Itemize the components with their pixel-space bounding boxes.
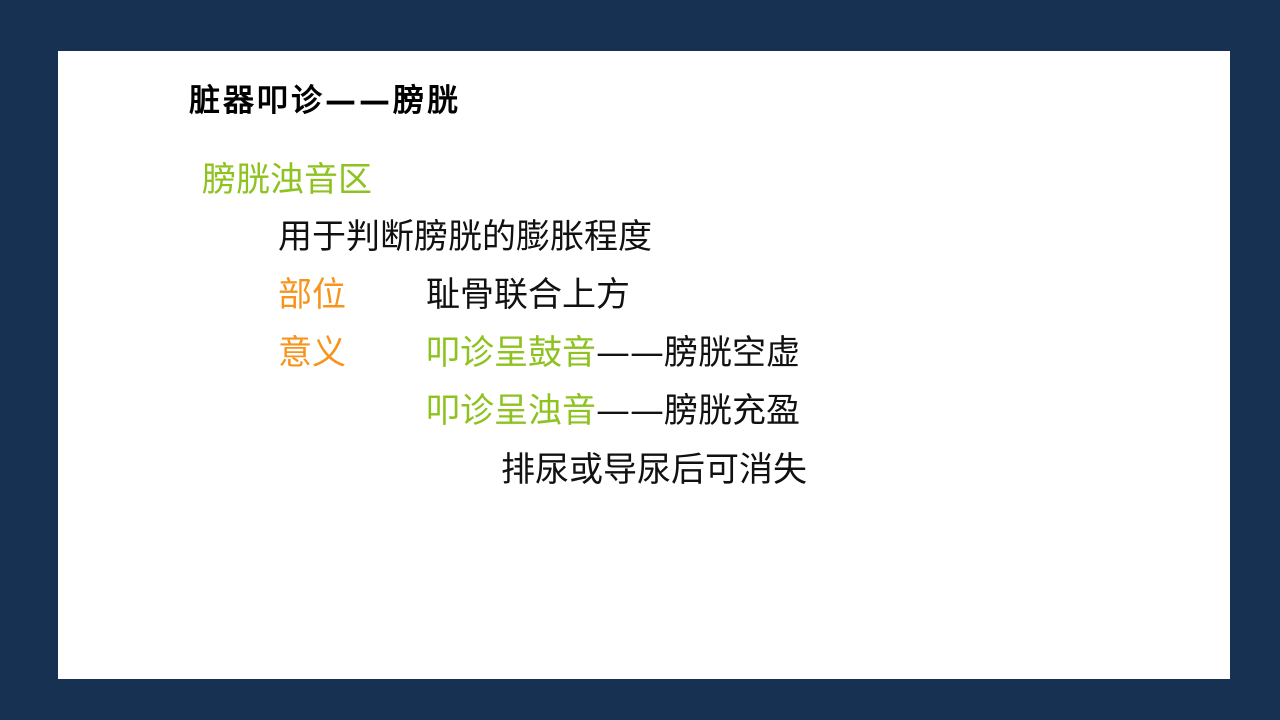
dash-separator: —— bbox=[596, 333, 664, 373]
purpose-text: 用于判断膀胱的膨胀程度 bbox=[278, 217, 652, 257]
meaning-text: 膀胱充盈 bbox=[664, 391, 800, 431]
significance-note: 排尿或导尿后可消失 bbox=[501, 450, 807, 490]
dash-separator: —— bbox=[596, 391, 664, 431]
finding-text: 叩诊呈鼓音 bbox=[426, 333, 596, 373]
location-label: 部位 bbox=[278, 275, 346, 315]
significance-item: 叩诊呈鼓音——膀胱空虚 bbox=[426, 333, 800, 373]
slide-title: 脏器叩诊——膀胱 bbox=[189, 83, 461, 119]
slide-panel: 脏器叩诊——膀胱 膀胱浊音区 用于判断膀胱的膨胀程度 部位 耻骨联合上方 意义 … bbox=[58, 51, 1230, 679]
significance-item: 叩诊呈浊音——膀胱充盈 bbox=[426, 391, 800, 431]
significance-label: 意义 bbox=[278, 333, 346, 373]
meaning-text: 膀胱空虚 bbox=[664, 333, 800, 373]
section-heading: 膀胱浊音区 bbox=[202, 160, 372, 200]
finding-text: 叩诊呈浊音 bbox=[426, 391, 596, 431]
location-value: 耻骨联合上方 bbox=[426, 275, 630, 315]
